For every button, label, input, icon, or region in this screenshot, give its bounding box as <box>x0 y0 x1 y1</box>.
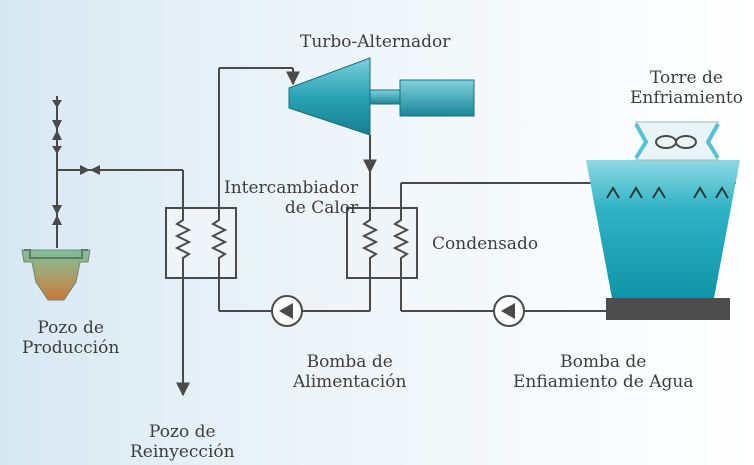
fan-icon <box>655 135 697 149</box>
feed-pump-label: Bomba de Alimentación <box>293 352 406 392</box>
production-well-label-line2: Producción <box>22 338 120 358</box>
bowtie-valve-icon <box>52 205 62 225</box>
heat-exchanger-label: Intercambiador de Calor <box>224 178 358 218</box>
tower-base <box>606 298 730 320</box>
generator-icon <box>399 79 475 117</box>
turbine-label: Turbo-Alternador <box>300 32 451 52</box>
feed-pump-label-line2: Alimentación <box>293 372 407 392</box>
bowtie-valve-icon <box>52 120 62 140</box>
cooling-pump-label-line2: Enfiamiento de Agua <box>513 372 694 392</box>
cooling-tower-label: Torre de Enfriamiento <box>630 68 743 108</box>
reinjection-well-label: Pozo de Reinyección <box>130 422 235 462</box>
reinjection-well-label-line1: Pozo de <box>149 422 216 442</box>
flow-arrow-icon <box>52 100 62 108</box>
bowtie-valve-icon <box>80 165 100 175</box>
reinjection-well-label-line2: Reinyección <box>130 442 235 462</box>
heat-exchanger-label-line2: de Calor <box>284 198 359 218</box>
cooling-tower-label-line2: Enfriamiento <box>630 88 743 108</box>
working-fluid-pipes <box>218 67 377 312</box>
condenser-label: Condensado <box>432 234 539 254</box>
cooling-pump-label-line1: Bomba de <box>560 352 647 372</box>
coil-heat-exchanger-icon <box>346 207 418 279</box>
production-well-label-line1: Pozo de <box>37 318 104 338</box>
pump-circle-arrow-icon <box>493 295 525 327</box>
turbine-icon <box>288 57 371 136</box>
cooling-tower-label-line1: Torre de <box>650 68 723 88</box>
heat-exchanger-label-line1: Intercambiador <box>224 178 359 198</box>
shaft <box>369 89 401 105</box>
production-well-label: Pozo de Producción <box>22 318 119 358</box>
production-well <box>21 249 91 301</box>
coil-heat-exchanger-icon <box>165 207 237 279</box>
spray-nozzle-icon <box>606 186 729 199</box>
cooling-tower <box>586 121 740 320</box>
pump-circle-arrow-icon <box>271 295 303 327</box>
cooling-pump-label: Bomba de Enfiamiento de Agua <box>513 352 693 392</box>
feed-pump-label-line1: Bomba de <box>306 352 393 372</box>
flow-arrow-icon <box>52 146 62 154</box>
